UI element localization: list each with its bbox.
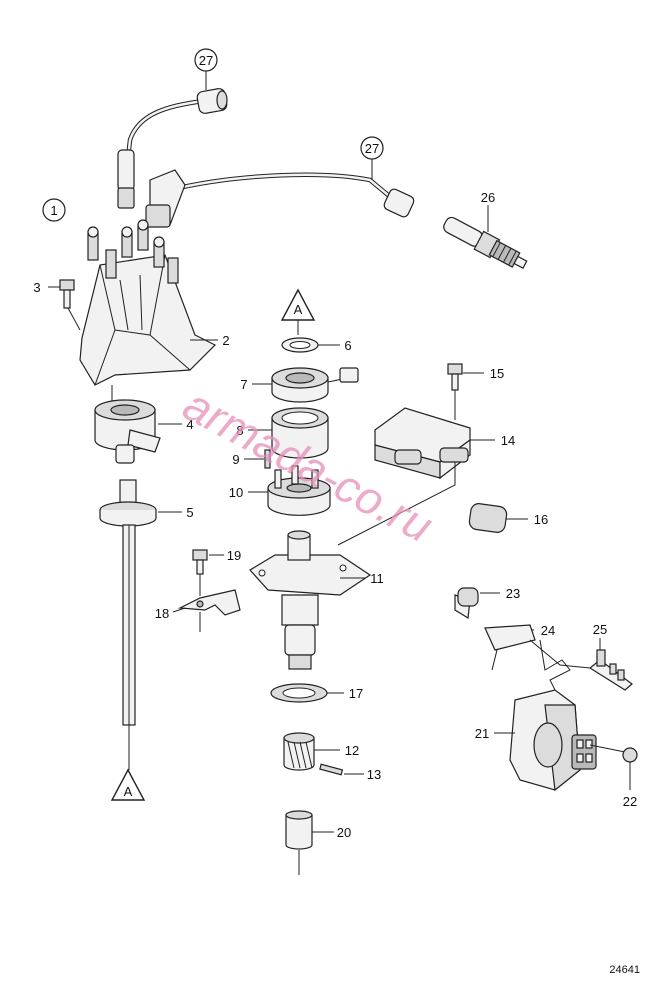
callout-27a-text: 27 bbox=[199, 53, 213, 68]
callout-1-text: 1 bbox=[50, 203, 57, 218]
grease-pack bbox=[468, 503, 508, 533]
callout-1: 1 bbox=[42, 198, 66, 222]
magnet-ring bbox=[271, 407, 329, 459]
label-10: 10 bbox=[229, 485, 243, 500]
distributor-shaft bbox=[99, 479, 157, 770]
callout-27a: 27 bbox=[194, 48, 218, 72]
rotor bbox=[94, 399, 161, 464]
ignition-module-screw bbox=[447, 363, 463, 420]
label-3: 3 bbox=[33, 280, 40, 295]
label-6: 6 bbox=[344, 338, 351, 353]
label-18: 18 bbox=[155, 606, 169, 621]
label-25: 25 bbox=[593, 622, 607, 637]
clamp-screw bbox=[192, 549, 208, 596]
callout-27b-text: 27 bbox=[365, 141, 379, 156]
thrust-washer bbox=[270, 683, 328, 703]
ignition-wire-long bbox=[117, 88, 228, 209]
wiring-bracket bbox=[484, 624, 591, 671]
ignition-module bbox=[337, 407, 471, 546]
label-17: 17 bbox=[349, 686, 363, 701]
label-5: 5 bbox=[186, 505, 193, 520]
pickup-coil bbox=[271, 367, 359, 403]
capacitor-clip bbox=[454, 587, 479, 620]
callout-27b: 27 bbox=[360, 136, 384, 160]
label-19: 19 bbox=[227, 548, 241, 563]
label-20: 20 bbox=[337, 825, 351, 840]
label-23: 23 bbox=[506, 586, 520, 601]
cap-screw bbox=[59, 279, 81, 331]
distributor-cap bbox=[79, 219, 217, 386]
ignition-coil bbox=[509, 639, 597, 792]
label-7: 7 bbox=[240, 377, 247, 392]
leader-18 bbox=[172, 607, 186, 613]
mounting-clamp bbox=[177, 589, 241, 632]
drive-gear bbox=[283, 732, 315, 771]
ref-marker-bottom-text: A bbox=[124, 784, 133, 799]
retainer-ring bbox=[281, 337, 319, 353]
spark-plug bbox=[443, 216, 528, 270]
reference-marker-bottom bbox=[110, 768, 146, 801]
roll-pin bbox=[319, 763, 344, 776]
label-14: 14 bbox=[501, 433, 515, 448]
pole-piece bbox=[267, 465, 331, 516]
bushing bbox=[285, 810, 313, 875]
figure-number: 24641 bbox=[609, 964, 640, 976]
ref-marker-top-text: A bbox=[294, 302, 303, 317]
label-11: 11 bbox=[370, 571, 384, 586]
label-4: 4 bbox=[186, 417, 193, 432]
distributor-housing bbox=[249, 530, 372, 670]
label-13: 13 bbox=[367, 767, 381, 782]
label-24: 24 bbox=[541, 623, 555, 638]
label-8: 8 bbox=[236, 423, 243, 438]
coil-screw bbox=[589, 744, 638, 790]
label-15: 15 bbox=[490, 366, 504, 381]
ignition-wire-short bbox=[145, 169, 415, 228]
label-2: 2 bbox=[222, 333, 229, 348]
label-22: 22 bbox=[623, 794, 637, 809]
label-9: 9 bbox=[232, 452, 239, 467]
locating-pin bbox=[264, 449, 271, 469]
label-26: 26 bbox=[481, 190, 495, 205]
connector-terminal-strip bbox=[588, 649, 633, 691]
label-16: 16 bbox=[534, 512, 548, 527]
label-21: 21 bbox=[475, 726, 489, 741]
label-12: 12 bbox=[345, 743, 359, 758]
